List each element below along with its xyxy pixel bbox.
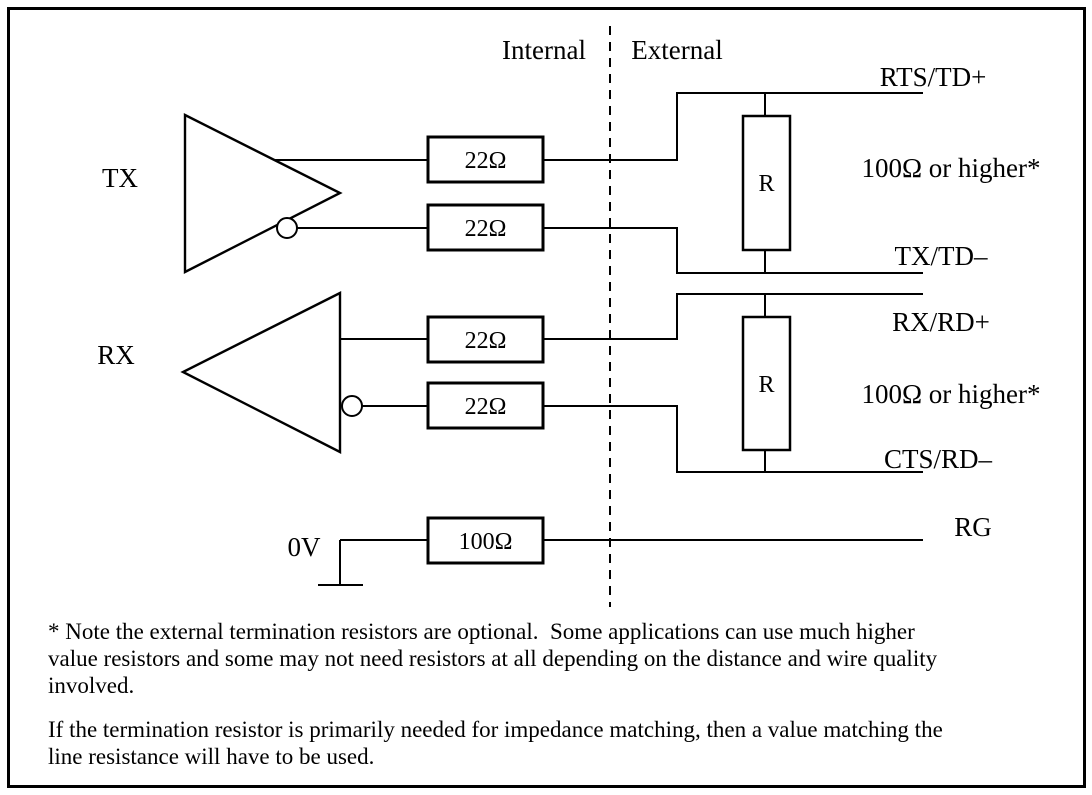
tx-termination-resistor-box [741, 114, 792, 252]
rx-termination-resistor-box [741, 315, 792, 452]
rx-series-resistor-bottom-box [426, 381, 545, 430]
tx-driver-label: TX [102, 163, 138, 193]
tx-line-plus-label: RTS/TD+ [880, 62, 987, 92]
tx-termination-value-label: 100Ω or higher* [861, 153, 1040, 183]
rx-wires [340, 293, 923, 473]
tx-series-resistor-bottom-box [426, 203, 545, 252]
rx-driver-triangle [180, 291, 342, 454]
rx-series-resistor-top-value: 22Ω [465, 328, 507, 354]
rx-inverting-bubble [341, 395, 363, 417]
rg-line-label: RG [954, 512, 992, 542]
rx-line-plus-label: RX/RD+ [892, 307, 990, 337]
termination-note-paragraph: * Note the external termination resistor… [48, 619, 938, 698]
tx-wires [274, 92, 923, 274]
rx-series-resistor-bottom-value: 22Ω [465, 394, 507, 420]
rx-series-resistor-top-box [426, 315, 545, 364]
rx-termination-value-label: 100Ω or higher* [861, 379, 1040, 409]
ground-wires [318, 539, 923, 586]
tx-line-minus-label: TX/TD– [895, 241, 988, 271]
tx-series-resistor-top-box [426, 135, 545, 184]
rx-termination-resistor-label: R [758, 372, 774, 398]
tx-inverting-bubble [276, 217, 298, 239]
impedance-note-paragraph: If the termination resistor is primarily… [48, 717, 943, 769]
internal-region-label: Internal [502, 35, 586, 65]
tx-termination-resistor-label: R [758, 171, 774, 197]
diagram-border [7, 7, 1086, 788]
ground-resistor-box [426, 516, 545, 565]
tx-series-resistor-bottom-value: 22Ω [465, 216, 507, 242]
rx-line-minus-label: CTS/RD– [884, 444, 993, 474]
tx-series-resistor-top-value: 22Ω [465, 148, 507, 174]
ground-resistor-value: 100Ω [459, 529, 513, 555]
external-region-label: External [631, 35, 722, 65]
rx-driver-label: RX [97, 340, 135, 370]
zero-volt-label: 0V [288, 532, 322, 562]
tx-driver-triangle [183, 113, 343, 274]
